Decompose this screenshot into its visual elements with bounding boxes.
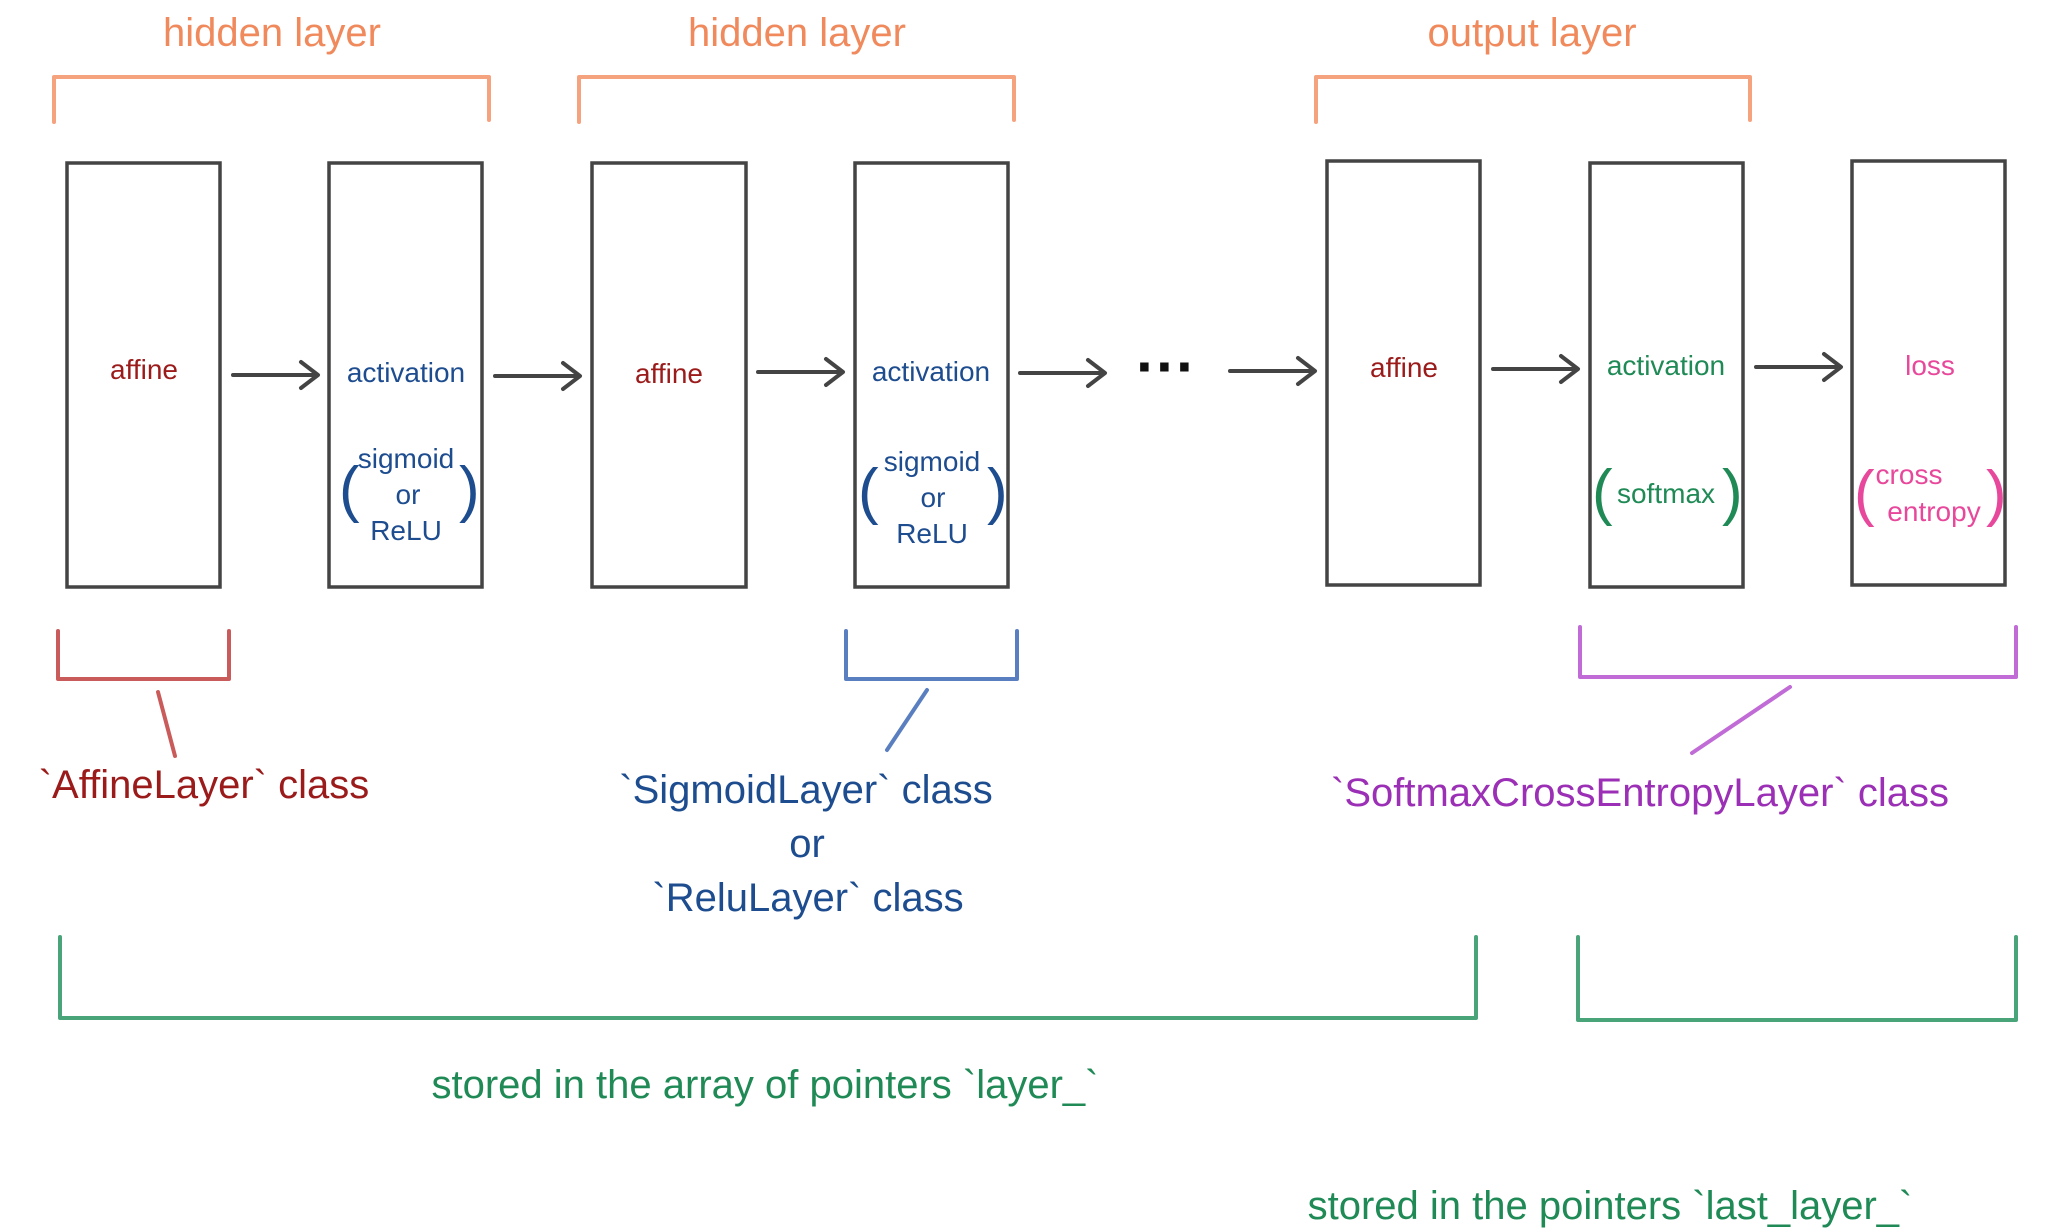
activation-label: activation	[872, 356, 990, 387]
softmax-class-bracket	[1578, 625, 2018, 679]
hidden-layer-bracket-2	[577, 75, 1016, 124]
open-paren: (	[858, 457, 879, 526]
output-layer-bracket	[1314, 75, 1752, 124]
ellipsis: ···	[1136, 333, 1196, 400]
activation-box-2: activation ( sigmoid or ReLU )	[853, 161, 1010, 589]
open-paren: (	[1854, 459, 1875, 528]
affine-class-connector	[156, 690, 177, 758]
affine-class-bracket	[56, 629, 231, 681]
sigmoid-text: sigmoid	[884, 446, 980, 477]
loss-box: loss ( cross entropy )	[1850, 159, 2007, 587]
sigmoid-layer-class-label: `SigmoidLayer` class	[619, 768, 992, 812]
output-layer-label: output layer	[1427, 11, 1636, 55]
relu-text: ReLU	[896, 518, 968, 549]
sigmoid-class-bracket	[844, 629, 1019, 681]
arrow-4	[1018, 358, 1107, 388]
arrow-5	[1228, 356, 1317, 386]
entropy-text: entropy	[1887, 496, 1980, 527]
sigmoid-text: sigmoid	[358, 443, 454, 474]
cross-text: cross	[1876, 459, 1943, 490]
close-paren: )	[1722, 458, 1743, 527]
or-text: or	[396, 479, 421, 510]
affine-box-output: affine	[1325, 159, 1482, 587]
arrow-1	[231, 360, 320, 390]
arrow-2	[493, 361, 582, 391]
hidden-layer-bracket-1	[52, 75, 491, 124]
affine-box-2: affine	[590, 161, 748, 589]
affine-box-1: affine	[65, 161, 222, 589]
close-paren: )	[459, 455, 480, 524]
last-layer-bracket	[1576, 935, 2018, 1022]
affine-label: affine	[110, 354, 178, 385]
layer-array-label: stored in the array of pointers `layer_`	[432, 1063, 1099, 1107]
or-label: or	[789, 822, 825, 866]
activation-box-1: activation ( sigmoid or ReLU )	[327, 161, 484, 589]
relu-layer-class-label: `ReluLayer` class	[652, 876, 963, 920]
activation-box-output: activation ( softmax )	[1588, 161, 1745, 589]
loss-label: loss	[1905, 350, 1955, 381]
close-paren: )	[987, 457, 1008, 526]
affine-label: affine	[1370, 352, 1438, 383]
arrow-3	[756, 357, 845, 387]
open-paren: (	[1592, 458, 1613, 527]
affine-label: affine	[635, 358, 703, 389]
open-paren: (	[339, 455, 360, 524]
arrow-6	[1491, 354, 1580, 384]
softmax-class-connector	[1690, 685, 1792, 755]
affine-layer-class-label: `AffineLayer` class	[39, 763, 370, 807]
softmax-text: softmax	[1617, 478, 1715, 509]
softmax-cross-entropy-class-label: `SoftmaxCrossEntropyLayer` class	[1331, 771, 1949, 815]
last-layer-pointer-label: stored in the pointers `last_layer_`	[1308, 1184, 1913, 1228]
hidden-layer-label-2: hidden layer	[688, 11, 906, 55]
or-text: or	[921, 482, 946, 513]
layer-array-bracket	[58, 935, 1478, 1020]
arrow-7	[1754, 352, 1843, 382]
sigmoid-class-connector	[885, 688, 929, 752]
relu-text: ReLU	[370, 515, 442, 546]
activation-label: activation	[1607, 350, 1725, 381]
close-paren: )	[1986, 459, 2007, 528]
activation-label: activation	[347, 357, 465, 388]
hidden-layer-label-1: hidden layer	[163, 11, 381, 55]
